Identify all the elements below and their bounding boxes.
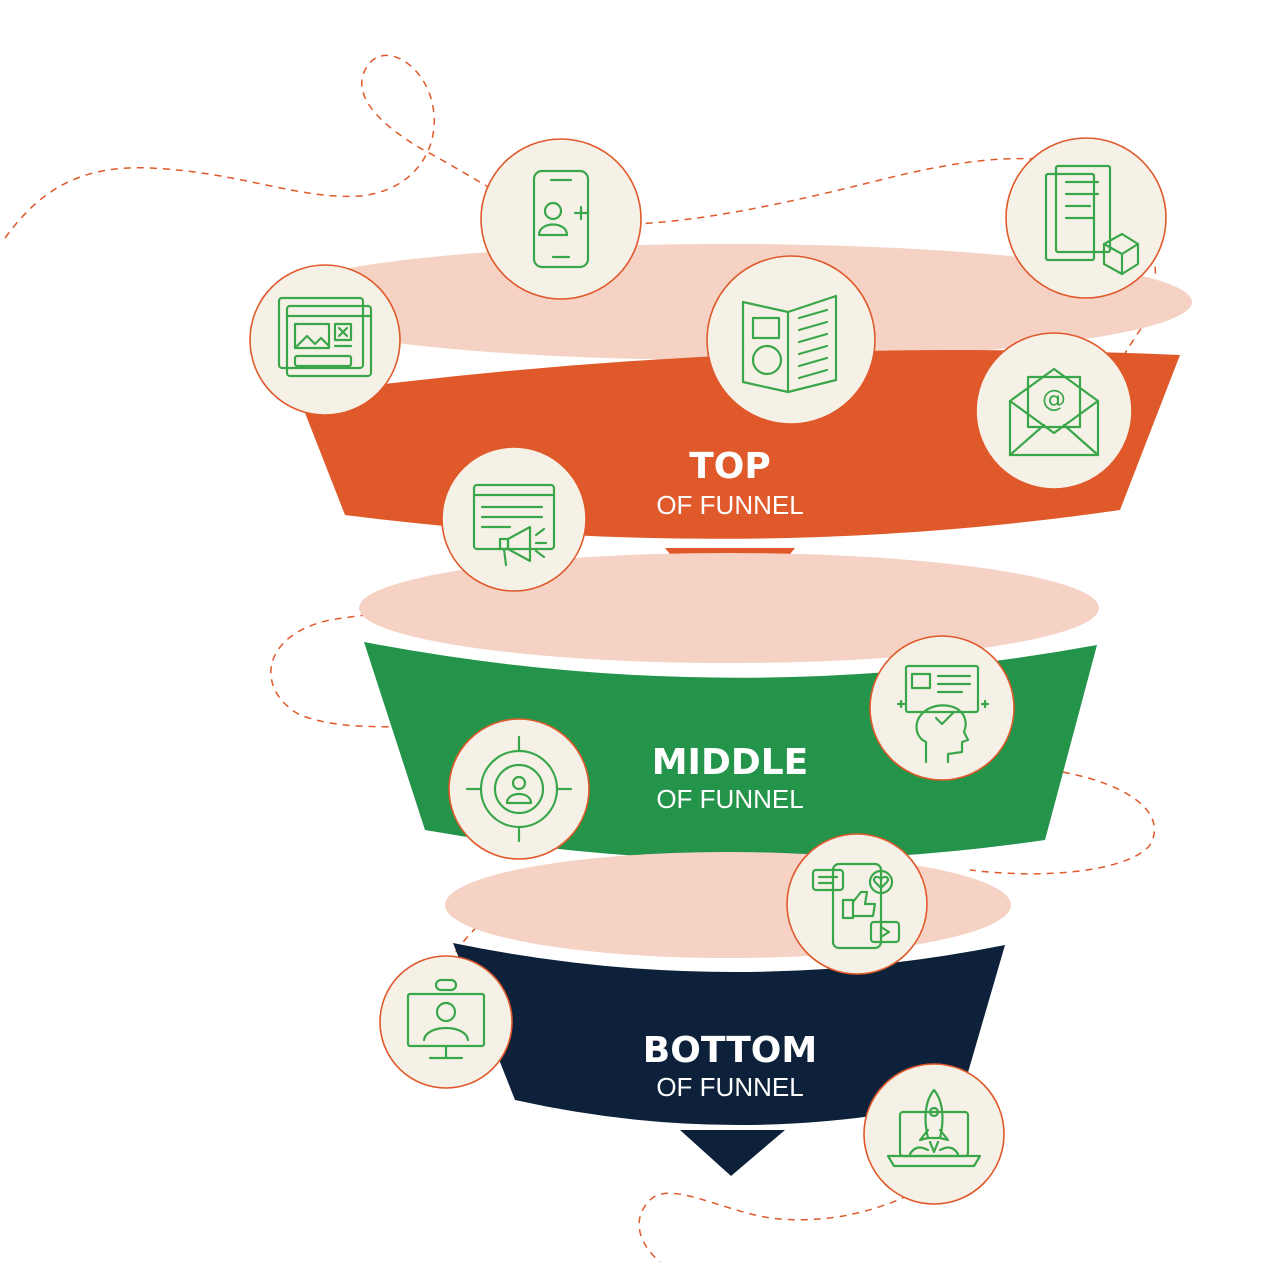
documents-box-icon: [1005, 137, 1167, 299]
mobile-add-user-icon: [480, 138, 642, 300]
bottom-band: [453, 943, 1005, 1125]
svg-text:@: @: [1042, 385, 1066, 413]
bottom-stage-title: BOTTOM: [643, 1030, 817, 1071]
brochure-icon: [706, 255, 876, 425]
target-audience-icon: [448, 718, 590, 860]
middle-stage-subtitle: OF FUNNEL: [656, 784, 803, 814]
email-newsletter-icon: @: [975, 332, 1133, 490]
product-launch-icon: [863, 1063, 1005, 1205]
bottom-arrow: [680, 1130, 785, 1176]
video-consultation-icon: [379, 955, 513, 1089]
customer-insight-icon: [869, 635, 1015, 781]
web-ad-banner-icon: [249, 264, 401, 416]
web-announcement-icon: [441, 446, 587, 592]
bottom-stage-subtitle: OF FUNNEL: [656, 1072, 803, 1102]
top-stage-subtitle: OF FUNNEL: [656, 490, 803, 520]
top-stage-title: TOP: [689, 446, 771, 487]
social-media-engagement-icon: [786, 833, 928, 975]
middle-stage-title: MIDDLE: [652, 742, 809, 783]
